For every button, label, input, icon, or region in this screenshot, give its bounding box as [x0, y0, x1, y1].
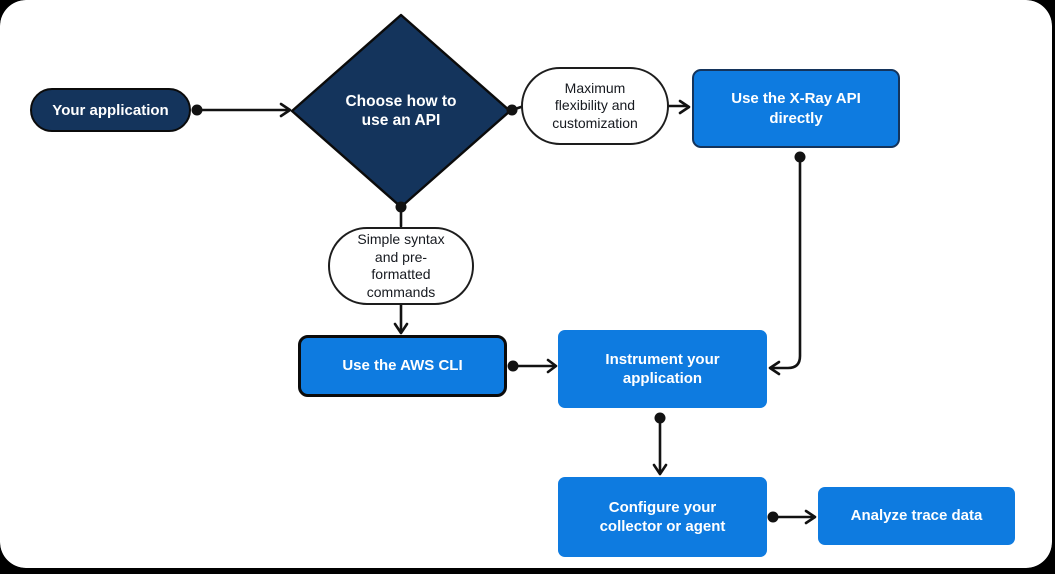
- decision-diamond-shape: [290, 13, 512, 209]
- node-label: Analyze trace data: [850, 507, 983, 525]
- arrowhead-right-icon: [546, 358, 558, 374]
- node-label: Your application: [52, 101, 169, 119]
- node-instrument-application: Instrument your application: [558, 330, 767, 408]
- arrowhead-right-icon: [678, 99, 691, 115]
- node-use-aws-cli: Use the AWS CLI: [298, 335, 507, 397]
- arrowhead-left-icon: [768, 360, 781, 376]
- edge-use-xray-api-to-instrument: [769, 155, 802, 370]
- node-configure-collector: Configure your collector or agent: [558, 477, 767, 557]
- arrowhead-right-icon: [279, 102, 292, 118]
- condition-max-flexibility: Maximum flexibility and customization: [521, 67, 669, 145]
- condition-label: Maximum flexibility and customization: [552, 79, 638, 131]
- node-your-application: Your application: [30, 88, 191, 132]
- node-label: Use the X-Ray API directly: [731, 90, 861, 127]
- node-analyze-trace-data: Analyze trace data: [818, 487, 1015, 545]
- node-label: Configure your collector or agent: [599, 498, 726, 536]
- arrowhead-right-icon: [804, 509, 817, 525]
- edge-choose-api-to-max-flexibility: [510, 105, 523, 112]
- arrowhead-down-icon: [652, 463, 668, 476]
- node-label: Instrument your application: [605, 350, 720, 388]
- condition-simple-syntax: Simple syntax and pre- formatted command…: [328, 227, 474, 305]
- node-use-xray-api: Use the X-Ray API directly: [692, 69, 900, 148]
- condition-label: Simple syntax and pre- formatted command…: [357, 231, 445, 300]
- node-label: Use the AWS CLI: [342, 357, 463, 375]
- arrowhead-down-icon: [393, 322, 409, 335]
